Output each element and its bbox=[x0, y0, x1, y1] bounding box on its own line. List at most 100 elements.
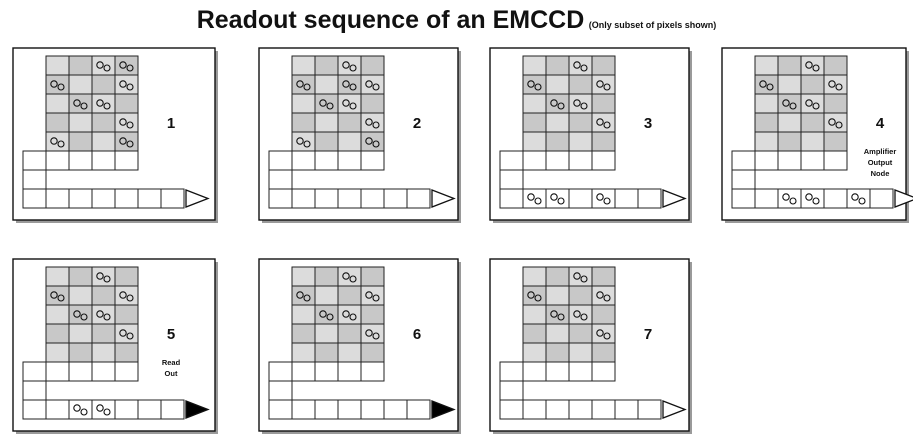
serial-register-pixel bbox=[522, 361, 547, 382]
image-pixel bbox=[291, 112, 316, 133]
image-pixel bbox=[754, 112, 779, 133]
gain-register-pixel bbox=[591, 399, 616, 420]
electron-charge bbox=[365, 137, 373, 145]
electron-charge bbox=[550, 193, 558, 201]
gain-register-pixel bbox=[545, 188, 570, 209]
electron-charge bbox=[50, 291, 58, 299]
electron-charge bbox=[319, 99, 327, 107]
image-pixel bbox=[754, 93, 779, 114]
gain-register-pixel bbox=[68, 188, 93, 209]
gain-register-pixel bbox=[406, 399, 431, 420]
image-pixel bbox=[291, 304, 316, 325]
serial-register-pixel bbox=[823, 150, 848, 171]
electron-charge bbox=[96, 310, 104, 318]
electron-charge bbox=[372, 294, 380, 302]
image-pixel bbox=[754, 131, 779, 152]
electron-charge bbox=[828, 80, 836, 88]
electron-charge bbox=[80, 408, 88, 416]
serial-register-pixel bbox=[114, 361, 139, 382]
serial-register-pixel bbox=[291, 150, 316, 171]
image-pixel bbox=[337, 112, 362, 133]
image-pixel bbox=[800, 131, 825, 152]
serial-register-pixel bbox=[68, 150, 93, 171]
electron-charge bbox=[573, 272, 581, 280]
gain-register-pixel bbox=[360, 399, 385, 420]
image-pixel bbox=[45, 93, 70, 114]
image-pixel bbox=[45, 304, 70, 325]
electron-charge bbox=[103, 313, 111, 321]
electron-charge bbox=[372, 83, 380, 91]
electron-charge bbox=[80, 313, 88, 321]
electron-charge bbox=[73, 310, 81, 318]
image-pixel bbox=[591, 304, 616, 325]
image-pixel bbox=[314, 112, 339, 133]
image-pixel bbox=[68, 285, 93, 306]
gain-register-pixel bbox=[545, 399, 570, 420]
serial-register-pixel bbox=[568, 361, 593, 382]
amplifier-icon bbox=[431, 189, 456, 208]
image-pixel bbox=[360, 55, 385, 76]
electron-charge bbox=[365, 329, 373, 337]
image-pixel bbox=[68, 55, 93, 76]
serial-register-pixel bbox=[22, 150, 47, 171]
image-pixel bbox=[568, 342, 593, 363]
serial-register-pixel bbox=[22, 169, 47, 190]
electron-charge bbox=[596, 291, 604, 299]
electron-charge bbox=[557, 102, 565, 110]
electron-charge bbox=[73, 404, 81, 412]
gain-register-pixel bbox=[360, 188, 385, 209]
image-pixel bbox=[545, 323, 570, 344]
image-pixel bbox=[823, 131, 848, 152]
step-note: Output bbox=[868, 158, 893, 167]
electron-charge bbox=[319, 310, 327, 318]
gain-register-pixel bbox=[137, 188, 162, 209]
image-pixel bbox=[91, 131, 116, 152]
electron-charge bbox=[580, 275, 588, 283]
image-pixel bbox=[777, 112, 802, 133]
gain-register-pixel bbox=[114, 399, 139, 420]
image-pixel bbox=[568, 131, 593, 152]
electron-charge bbox=[557, 313, 565, 321]
image-pixel bbox=[91, 112, 116, 133]
image-pixel bbox=[314, 266, 339, 287]
step-note: Out bbox=[165, 369, 178, 378]
image-pixel bbox=[68, 323, 93, 344]
serial-register-pixel bbox=[337, 150, 362, 171]
step-number: 7 bbox=[644, 326, 652, 343]
electron-charge bbox=[96, 99, 104, 107]
panel-3: 3 bbox=[489, 47, 692, 223]
image-pixel bbox=[91, 342, 116, 363]
electron-charge bbox=[603, 294, 611, 302]
electron-charge bbox=[557, 197, 565, 205]
serial-register-pixel bbox=[499, 361, 524, 382]
gain-register-pixel bbox=[337, 188, 362, 209]
gain-register-pixel bbox=[68, 399, 93, 420]
image-pixel bbox=[337, 342, 362, 363]
electron-charge bbox=[550, 99, 558, 107]
electron-charge bbox=[782, 193, 790, 201]
serial-register-pixel bbox=[337, 361, 362, 382]
image-pixel bbox=[591, 131, 616, 152]
electron-charge bbox=[50, 80, 58, 88]
serial-register-pixel bbox=[568, 150, 593, 171]
electron-charge bbox=[603, 121, 611, 129]
electron-charge bbox=[858, 197, 866, 205]
gain-register-pixel bbox=[869, 188, 894, 209]
serial-register-pixel bbox=[268, 169, 293, 190]
serial-register-pixel bbox=[114, 150, 139, 171]
electron-charge bbox=[573, 310, 581, 318]
electron-charge bbox=[596, 118, 604, 126]
serial-register-pixel bbox=[314, 150, 339, 171]
gain-register-pixel bbox=[291, 188, 316, 209]
gain-register-pixel bbox=[754, 188, 779, 209]
gain-register-pixel bbox=[777, 188, 802, 209]
electron-charge bbox=[349, 64, 357, 72]
step-number: 4 bbox=[876, 115, 885, 132]
image-pixel bbox=[114, 266, 139, 287]
electron-charge bbox=[759, 80, 767, 88]
image-pixel bbox=[545, 74, 570, 95]
image-pixel bbox=[522, 266, 547, 287]
electron-charge bbox=[57, 294, 65, 302]
gain-register-pixel bbox=[314, 399, 339, 420]
